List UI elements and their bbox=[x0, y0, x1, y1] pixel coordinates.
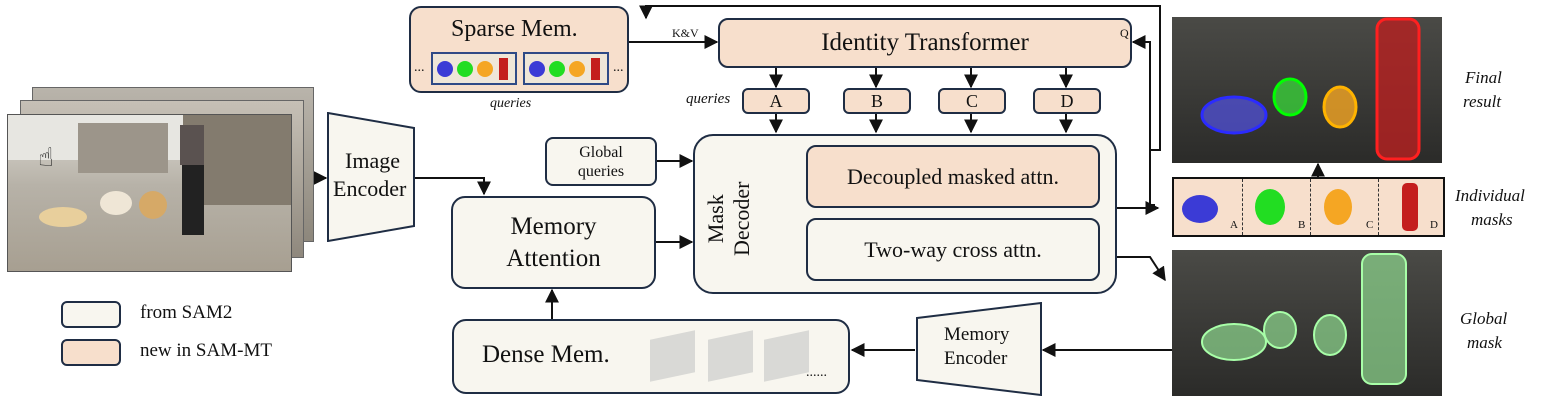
final-result-line-2: result bbox=[1463, 92, 1502, 111]
query-box-b: B bbox=[843, 88, 911, 114]
memory-encoder-line-2: Encoder bbox=[944, 348, 1008, 369]
dense-mem-dots: ...... bbox=[806, 365, 827, 380]
memory-encoder-line-1: Memory bbox=[944, 324, 1010, 345]
image-encoder-label-2: Encoder bbox=[333, 176, 407, 201]
final-result-masks bbox=[1200, 17, 1421, 161]
sparse-mem-title: Sparse Mem. bbox=[451, 16, 578, 42]
query-box-b-label: B bbox=[870, 90, 883, 111]
mask-decoder-label: Mask Decoder bbox=[703, 181, 755, 256]
individual-masks-line-1: Individual bbox=[1455, 186, 1525, 205]
query-box-c: C bbox=[938, 88, 1006, 114]
sparse-mem-group-2 bbox=[523, 52, 609, 85]
individual-mask-b-letter: B bbox=[1298, 219, 1306, 231]
memory-attention-line-1: Memory bbox=[510, 212, 597, 240]
individual-mask-d-letter: D bbox=[1430, 219, 1438, 231]
identity-transformer-title: Identity Transformer bbox=[821, 29, 1029, 56]
queries-label: queries bbox=[686, 91, 731, 107]
input-frame-front: ☝ bbox=[7, 114, 292, 272]
kv-label: K&V bbox=[672, 26, 699, 40]
global-queries-line-2: queries bbox=[577, 162, 625, 180]
global-mask-line-1: Global bbox=[1460, 309, 1508, 328]
input-scene bbox=[8, 115, 291, 235]
memory-attention-line-2: Attention bbox=[506, 244, 601, 272]
global-queries-line-1: Global bbox=[579, 143, 623, 161]
legend-new-swatch bbox=[61, 339, 121, 366]
dense-mem-title: Dense Mem. bbox=[482, 341, 610, 368]
global-mask-line-2: mask bbox=[1467, 333, 1502, 352]
decoupled-masked-attn-label: Decoupled masked attn. bbox=[847, 163, 1059, 189]
sparse-mem-dots-left: ... bbox=[414, 60, 425, 75]
image-encoder-label-1: Image bbox=[345, 148, 400, 173]
individual-masks-strip: A B C D bbox=[1172, 177, 1445, 237]
query-box-d: D bbox=[1033, 88, 1101, 114]
two-way-cross-attn-box: Two-way cross attn. bbox=[806, 218, 1100, 281]
query-box-a: A bbox=[742, 88, 810, 114]
global-mask-image bbox=[1172, 250, 1442, 396]
mask-decoder-line-2: Decoder bbox=[729, 181, 754, 256]
identity-transformer-box: Identity Transformer bbox=[718, 18, 1132, 68]
final-result-image bbox=[1172, 17, 1442, 163]
individual-masks-line-2: masks bbox=[1471, 210, 1513, 229]
mask-decoder-line-1: Mask bbox=[703, 194, 728, 244]
sparse-mem-box: Sparse Mem. ... ... bbox=[409, 6, 629, 93]
individual-mask-c-letter: C bbox=[1366, 219, 1374, 231]
query-box-c-label: C bbox=[965, 90, 978, 111]
global-queries-box: Global queries bbox=[545, 137, 657, 186]
individual-mask-a-letter: A bbox=[1230, 219, 1238, 231]
final-result-line-1: Final bbox=[1465, 68, 1502, 87]
click-pointer-icon: ☝ bbox=[38, 143, 54, 173]
query-box-a-label: A bbox=[769, 90, 783, 111]
legend-new-label: new in SAM-MT bbox=[140, 340, 272, 361]
mask-decoder-box: Mask Decoder Decoupled masked attn. Two-… bbox=[693, 134, 1117, 294]
memory-attention-box: Memory Attention bbox=[451, 196, 656, 289]
dense-mem-frame-2 bbox=[708, 330, 753, 382]
individual-mask-c: C bbox=[1310, 179, 1379, 235]
dense-mem-box: Dense Mem. ...... bbox=[452, 319, 850, 394]
individual-mask-d: D bbox=[1378, 179, 1443, 235]
individual-mask-a: A bbox=[1174, 179, 1243, 235]
individual-mask-b: B bbox=[1242, 179, 1311, 235]
sparse-mem-dots-right: ... bbox=[613, 60, 624, 75]
two-way-cross-attn-label: Two-way cross attn. bbox=[864, 236, 1042, 262]
dense-mem-frame-1 bbox=[650, 330, 695, 382]
image-encoder: Image Encoder bbox=[327, 112, 415, 242]
q-label: Q bbox=[1120, 26, 1129, 40]
sparse-mem-queries-label: queries bbox=[490, 96, 532, 111]
dense-mem-frame-3 bbox=[764, 330, 809, 382]
memory-encoder: Memory Encoder bbox=[916, 302, 1042, 396]
global-mask-overlay bbox=[1201, 253, 1407, 385]
sparse-mem-group-1 bbox=[431, 52, 517, 85]
legend-sam2-label: from SAM2 bbox=[140, 302, 233, 323]
legend-sam2-swatch bbox=[61, 301, 121, 328]
decoupled-masked-attn-box: Decoupled masked attn. bbox=[806, 145, 1100, 208]
query-box-d-label: D bbox=[1060, 90, 1074, 111]
